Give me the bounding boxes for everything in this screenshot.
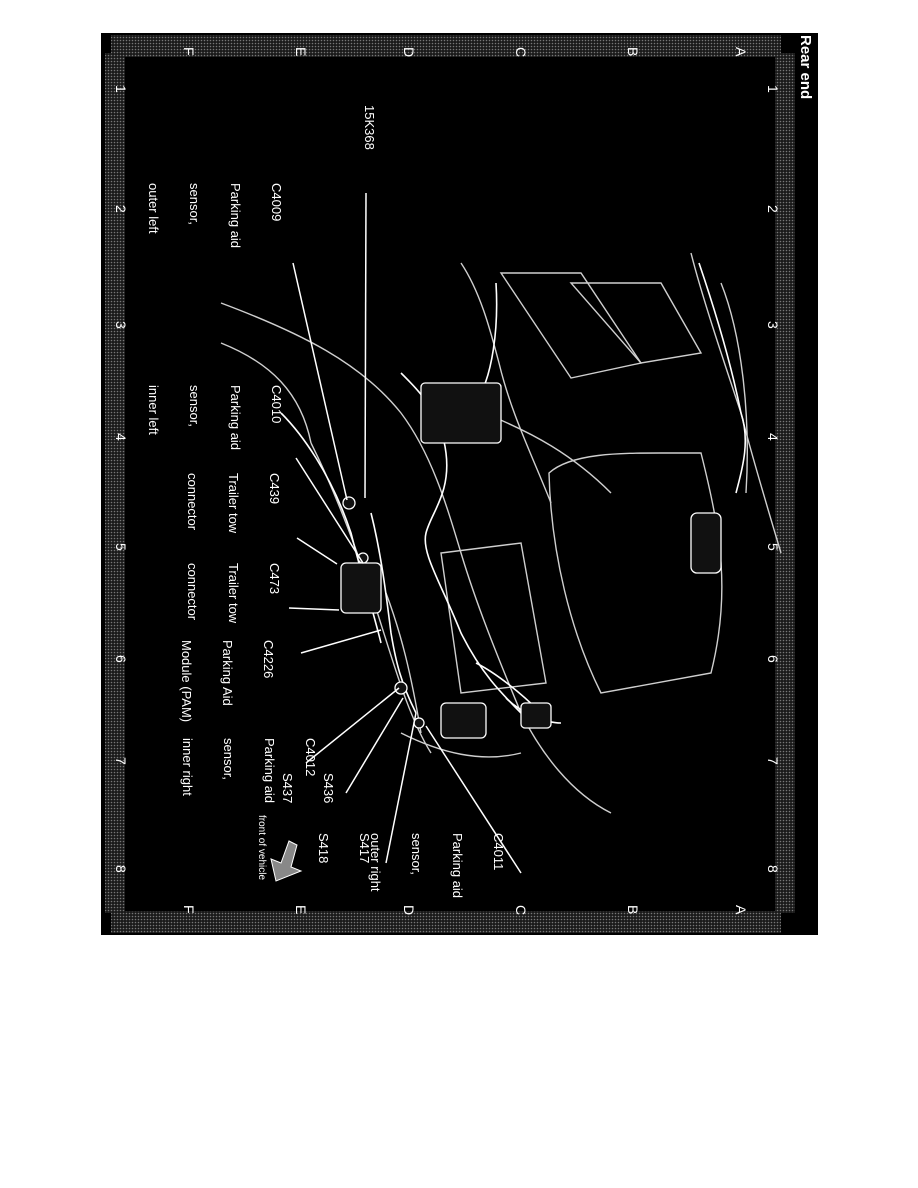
label-c4011: C4011 Parking aid sensor, outer right <box>367 833 506 899</box>
grid-row-f-right: F <box>181 905 197 914</box>
grid-col-7-bottom: 7 <box>113 757 129 765</box>
wiring-diagram-panel: Rear end 1 2 3 4 5 6 7 8 1 2 3 4 5 6 7 8… <box>101 33 818 935</box>
vehicle-rear-drawing <box>105 35 795 933</box>
grid-row-e-right: E <box>293 905 309 915</box>
leader-lines <box>288 192 522 874</box>
label-front-of-vehicle: front of vehicle <box>256 815 267 881</box>
leader-c4009 <box>292 262 348 501</box>
grid-row-c-right: C <box>513 905 529 916</box>
label-c4010: C4010 Parking aid sensor, inner left <box>145 385 284 451</box>
grid-row-f-left: F <box>181 47 197 56</box>
grid-row-b-left: B <box>625 47 641 57</box>
rotated-text-layer: Rear end 1 2 3 4 5 6 7 8 1 2 3 4 5 6 7 8… <box>101 33 818 935</box>
leader-c4226 <box>300 629 382 654</box>
connector-c4009-blob <box>342 496 356 510</box>
grid-col-6-top: 6 <box>765 655 781 663</box>
connector-shapes <box>340 382 722 739</box>
license-lamp <box>690 512 722 574</box>
diagram-title: Rear end <box>797 35 814 100</box>
front-arrow-icon <box>270 840 303 882</box>
label-c4226: C4226 Parking Aid Module (PAM) <box>178 640 276 723</box>
grid-row-a-left: A <box>733 47 749 57</box>
connector-c4226-blob <box>394 681 408 695</box>
label-15k368: 15K368 <box>362 105 377 150</box>
label-s436: S436 S437 <box>279 773 336 804</box>
border-strip-right <box>775 53 795 913</box>
grid-col-2-top: 2 <box>765 205 781 213</box>
leader-s417 <box>385 712 417 864</box>
connector-cluster-upper-right <box>520 702 552 729</box>
grid-row-c-left: C <box>513 47 529 58</box>
connector-cluster-right <box>440 702 487 739</box>
grid-col-1-top: 1 <box>765 85 781 93</box>
grid-col-6-bottom: 6 <box>113 655 129 663</box>
label-c4009: C4009 Parking aid sensor, outer left <box>145 183 284 249</box>
grid-row-d-left: D <box>401 47 417 58</box>
connector-cluster-upper <box>420 382 502 444</box>
leader-s436 <box>345 697 404 794</box>
grid-row-a-right: A <box>733 905 749 915</box>
grid-col-7-top: 7 <box>765 757 781 765</box>
leader-c4010 <box>295 457 364 564</box>
leader-c4012 <box>305 687 400 764</box>
grid-col-4-top: 4 <box>765 433 781 441</box>
grid-col-5-bottom: 5 <box>113 543 129 551</box>
grid-row-d-right: D <box>401 905 417 916</box>
grid-col-1-bottom: 1 <box>113 85 129 93</box>
grid-col-8-bottom: 8 <box>113 865 129 873</box>
leader-c473 <box>288 607 340 611</box>
leader-c4011 <box>425 725 522 874</box>
border-strip-bottom <box>111 911 781 933</box>
grid-row-e-left: E <box>293 47 309 57</box>
grid-col-3-bottom: 3 <box>113 321 129 329</box>
leader-c439 <box>296 537 338 565</box>
label-c439: C439 Trailer tow connector <box>184 473 282 534</box>
label-c473: C473 Trailer tow connector <box>184 563 282 624</box>
border-strip-left <box>105 53 125 913</box>
grid-col-8-top: 8 <box>765 865 781 873</box>
grid-col-3-top: 3 <box>765 321 781 329</box>
grid-row-b-right: B <box>625 905 641 915</box>
grid-col-5-top: 5 <box>765 543 781 551</box>
leader-15k368 <box>364 192 367 499</box>
border-strip-top <box>111 35 781 57</box>
